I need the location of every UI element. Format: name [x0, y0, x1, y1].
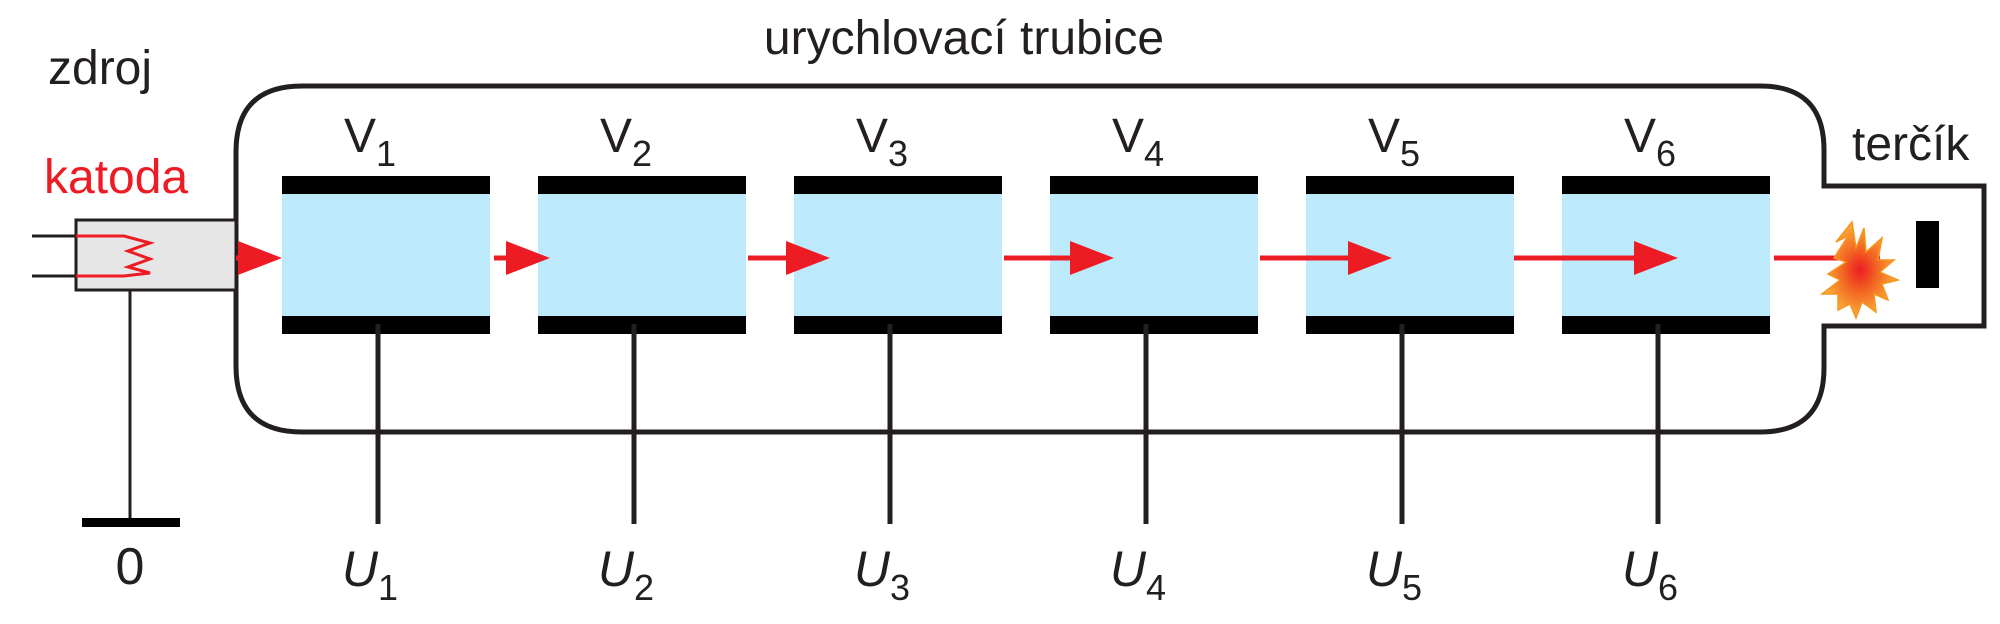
tube-voltage-label: V4	[1112, 110, 1164, 174]
beam-arrow-5	[1260, 241, 1392, 275]
drift-tube-cavity	[1306, 194, 1514, 316]
drift-tube-bottom-plate	[282, 316, 490, 334]
drift-tube-top-plate	[794, 176, 1002, 194]
source-box	[74, 218, 238, 292]
drift-tube-top-plate	[1050, 176, 1258, 194]
tube-voltage-label: V3	[856, 110, 908, 174]
impact-flash	[1819, 220, 1901, 321]
tube-voltage-label: V6	[1624, 110, 1676, 174]
beam-arrow-1	[236, 241, 282, 275]
supply-voltage-label: U4	[1110, 541, 1166, 608]
supply-voltage-label: U1	[342, 541, 398, 608]
target	[1819, 220, 1939, 321]
tube-voltage-label: V1	[344, 110, 396, 174]
supply-voltage-label: U2	[598, 541, 654, 608]
supply-voltage-label: U3	[854, 541, 910, 608]
drift-tube-top-plate	[1306, 176, 1514, 194]
drift-tube-top-plate	[1562, 176, 1770, 194]
drift-tube-cavity	[538, 194, 746, 316]
target-plate	[1916, 221, 1939, 288]
drift-tube-bottom-plate	[1306, 316, 1514, 334]
tube-voltage-label: V5	[1368, 110, 1420, 174]
electron-beam	[236, 241, 1880, 275]
accelerator-tube-outline	[233, 83, 1987, 435]
ground-label: 0	[116, 538, 145, 596]
beam-arrow-6	[1514, 241, 1678, 275]
cathode-filament	[76, 234, 155, 278]
drift-tube-top-plate	[538, 176, 746, 194]
drift-tube-bottom-plate	[1050, 316, 1258, 334]
drift-tube-bottom-plate	[794, 316, 1002, 334]
drift-tube-bottom-plate	[1562, 316, 1770, 334]
beam-arrow-2	[494, 241, 550, 275]
drift-tube-cavity	[794, 194, 1002, 316]
drift-tube-bottom-plate	[538, 316, 746, 334]
drift-tube-top-plate	[282, 176, 490, 194]
beam-arrow-3	[748, 241, 830, 275]
target-label: terčík	[1852, 118, 1970, 171]
tube-voltage-label: V2	[600, 110, 652, 174]
supply-voltage-label: U5	[1366, 541, 1422, 608]
beam-arrow-4	[1004, 241, 1114, 275]
tube-title: urychlovací trubice	[764, 12, 1164, 65]
cathode-label: katoda	[44, 151, 188, 204]
electron-source	[32, 218, 238, 527]
drift-tube-cavity	[282, 194, 490, 316]
supply-voltage-label: U6	[1622, 541, 1678, 608]
ground-bar	[82, 518, 180, 527]
source-label: zdroj	[48, 42, 152, 95]
